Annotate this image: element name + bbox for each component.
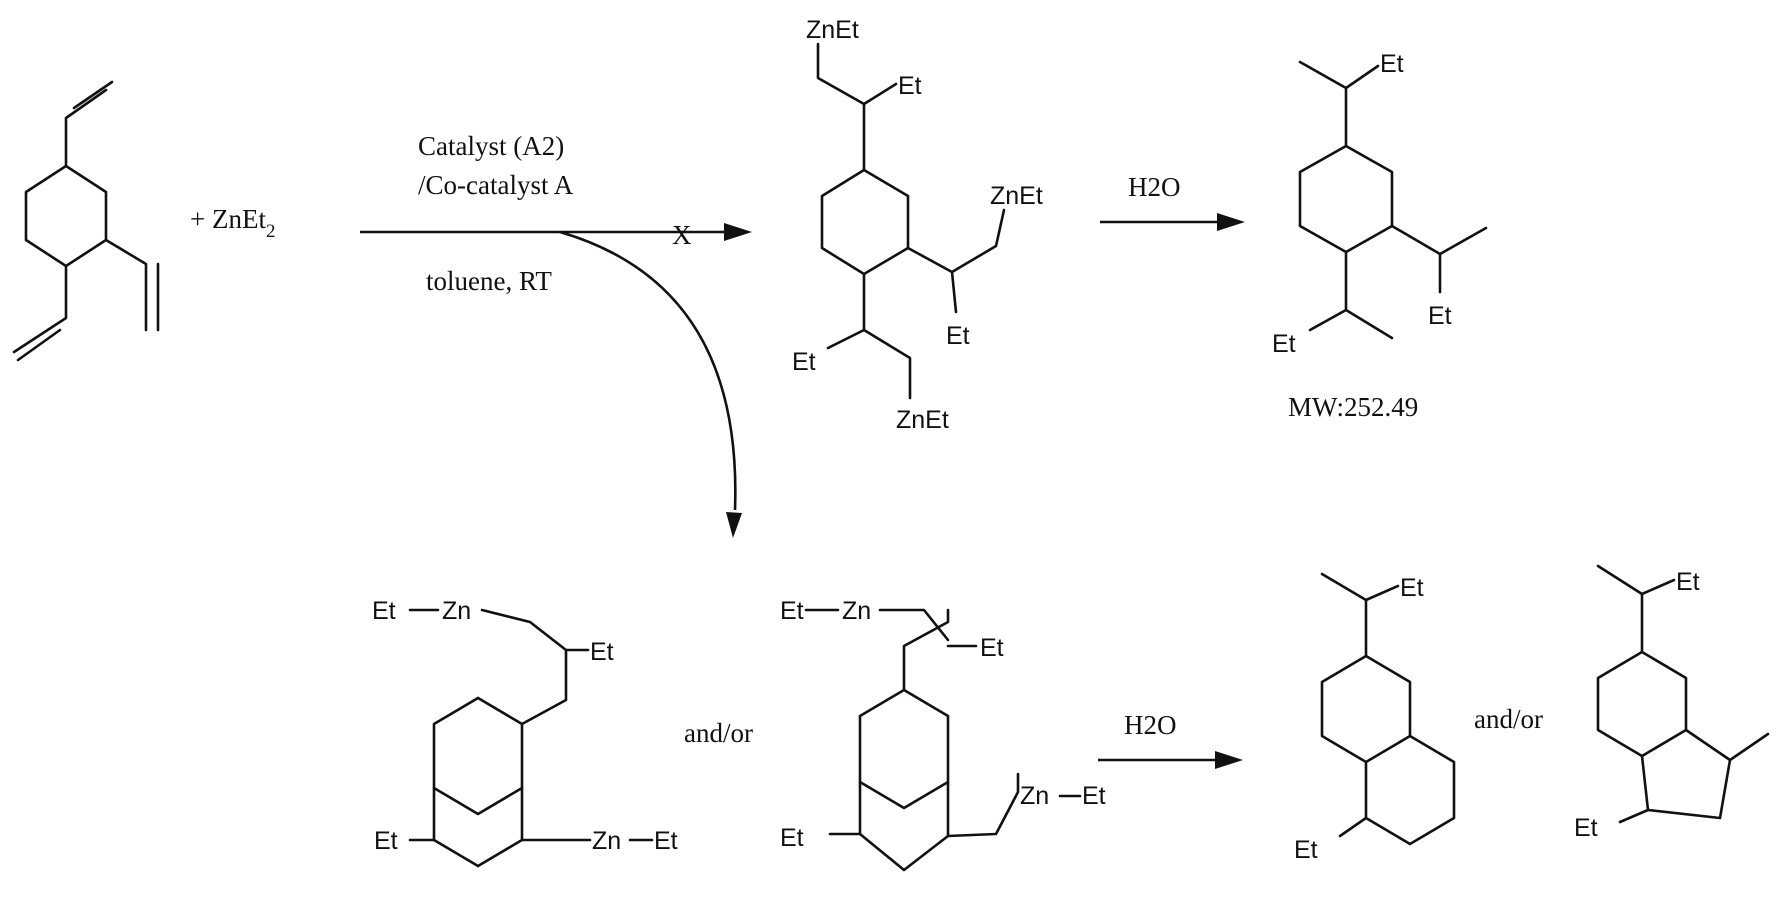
et-label-hydrindane-side: Et: [980, 634, 1004, 662]
et-label-product-right: Et: [1428, 302, 1452, 330]
et-label-product-top: Et: [1380, 50, 1404, 78]
et-label-decalin-ring: Et: [374, 827, 398, 855]
conditions-line2: /Co-catalyst A: [418, 170, 574, 200]
znet-label-top: ZnEt: [806, 16, 859, 44]
et-label-product-left: Et: [1272, 330, 1296, 358]
zn-label-hydrindane-bottom: Zn: [1020, 782, 1049, 810]
blocked-mark: X: [672, 220, 692, 250]
conditions-line3: toluene, RT: [426, 266, 552, 296]
et-label-hydrindane-product-top: Et: [1676, 568, 1700, 596]
tri-sec-butylcyclohexane: [1300, 62, 1486, 338]
zinc-reagent-label: + ZnEt: [190, 204, 266, 234]
svg-text:+ ZnEt2: + ZnEt2: [190, 204, 275, 242]
main-reaction-arrow: [360, 223, 752, 241]
et-label-top: Et: [898, 72, 922, 100]
zn-label-decalin-bottom: Zn: [592, 827, 621, 855]
zn-label-hydrindane-top: Zn: [842, 597, 871, 625]
zinc-reagent-subscript: 2: [266, 221, 276, 242]
et-label-hydrindane-zn-bottom: Et: [1082, 782, 1106, 810]
znet-label-bottom: ZnEt: [896, 406, 949, 434]
hydrolysis-arrow-top: [1100, 213, 1245, 231]
conditions-line1: Catalyst (A2): [418, 131, 564, 161]
et-label-decalin-product-bottom: Et: [1294, 836, 1318, 864]
h2o-label-top: H2O: [1128, 172, 1181, 202]
hydrindane-product: [1598, 566, 1768, 822]
zn-label-decalin-top: Zn: [442, 597, 471, 625]
et-label-left: Et: [792, 348, 816, 376]
hydrolysis-arrow-bottom: [1098, 751, 1243, 769]
cyclization-curved-arrow: [560, 232, 742, 538]
h2o-label-bottom: H2O: [1124, 710, 1177, 740]
et-label-right: Et: [946, 322, 970, 350]
et-label-hydrindane-ring: Et: [780, 824, 804, 852]
and-or-connector-2: and/or: [1474, 704, 1543, 734]
et-label-decalin-side: Et: [590, 638, 614, 666]
et-label-hydrindane-zn-top: Et: [780, 597, 804, 625]
et-label-decalin-zn-top: Et: [372, 597, 396, 625]
znet-label-right: ZnEt: [990, 182, 1043, 210]
molecular-weight-label: MW:252.49: [1288, 392, 1418, 422]
et-label-decalin-product-top: Et: [1400, 574, 1424, 602]
et-label-decalin-zn-bottom: Et: [654, 827, 678, 855]
hydrindane-bis-zinc-intermediate: [806, 610, 1080, 870]
and-or-connector-1: and/or: [684, 718, 753, 748]
trivinylcyclohexane: [14, 82, 158, 360]
et-label-hydrindane-product-bottom: Et: [1574, 814, 1598, 842]
decalin-product: [1322, 574, 1454, 844]
